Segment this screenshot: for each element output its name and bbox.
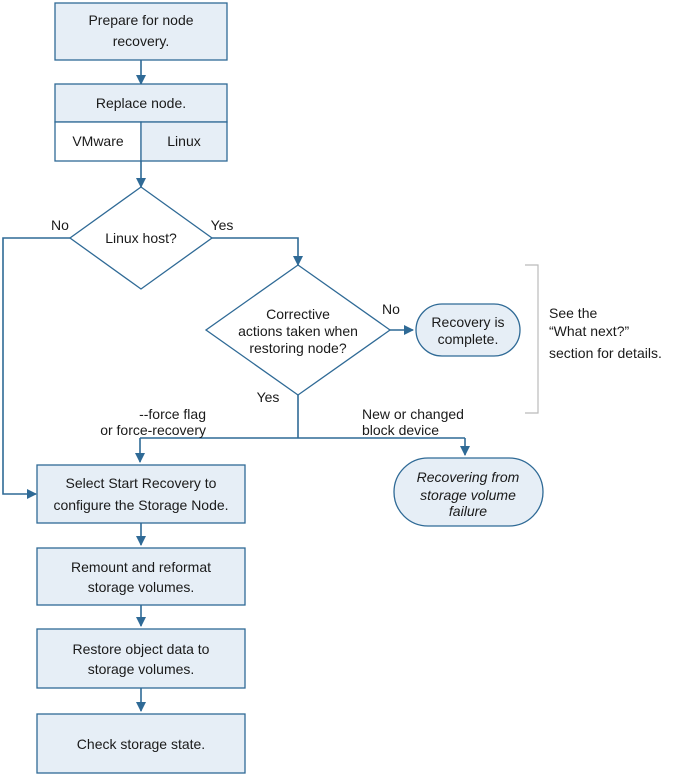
prepare-step-line2: recovery.: [113, 33, 170, 49]
volume-failure-terminal[interactable]: [393, 457, 544, 527]
recovery-complete-terminal: [415, 303, 521, 357]
linux-box: [140, 121, 228, 162]
replace-step-box: [54, 83, 228, 123]
volume-failure-line1: Recovering from: [417, 469, 520, 485]
note-line3: section for details.: [549, 345, 662, 361]
arrow-no-to-select: [2, 237, 70, 499]
arrow-yes-to-corrective: [212, 237, 303, 266]
force-flag-line2: or force-recovery: [100, 422, 206, 438]
linux-host-label: Linux host?: [105, 230, 177, 246]
restore-step-box: [36, 628, 246, 689]
force-flag-line1: --force flag: [139, 406, 206, 422]
note-line2: “What next?”: [549, 323, 629, 339]
complete-line1: Recovery is: [431, 314, 504, 330]
edge-label-yes-1: Yes: [211, 217, 234, 233]
block-device-line1: New or changed: [362, 406, 464, 422]
edge-label-no-2: No: [382, 301, 400, 317]
restore-line2: storage volumes.: [88, 661, 195, 677]
corrective-line3: restoring node?: [249, 340, 347, 356]
vmware-box: [54, 121, 142, 162]
remount-step-box: [36, 547, 246, 606]
block-device-line2: block device: [362, 422, 439, 438]
linux-label: Linux: [167, 133, 200, 149]
edge-label-no-1: No: [51, 217, 69, 233]
corrective-line2: actions taken when: [238, 323, 358, 339]
remount-line1: Remount and reformat: [71, 559, 211, 575]
note-bracket: [525, 264, 539, 414]
linux-host-decision: [68, 186, 214, 290]
volume-failure-line2: storage volume: [420, 487, 516, 503]
select-line2: configure the Storage Node.: [53, 497, 228, 513]
edge-label-yes-2: Yes: [257, 389, 280, 405]
select-start-recovery-box: [36, 464, 246, 524]
replace-step-label: Replace node.: [96, 95, 186, 111]
restore-line1: Restore object data to: [73, 641, 210, 657]
complete-line2: complete.: [438, 331, 499, 347]
check-step-box: [36, 713, 246, 774]
remount-line2: storage volumes.: [88, 579, 195, 595]
check-step-label: Check storage state.: [77, 736, 205, 752]
note-line1: See the: [549, 305, 597, 321]
select-line1: Select Start Recovery to: [66, 475, 217, 491]
vmware-label: VMware: [72, 133, 124, 149]
prepare-step-line1: Prepare for node: [88, 12, 193, 28]
prepare-step-box: [54, 2, 228, 61]
corrective-decision: [204, 264, 392, 396]
corrective-line1: Corrective: [266, 306, 330, 322]
volume-failure-line3: failure: [449, 503, 487, 519]
